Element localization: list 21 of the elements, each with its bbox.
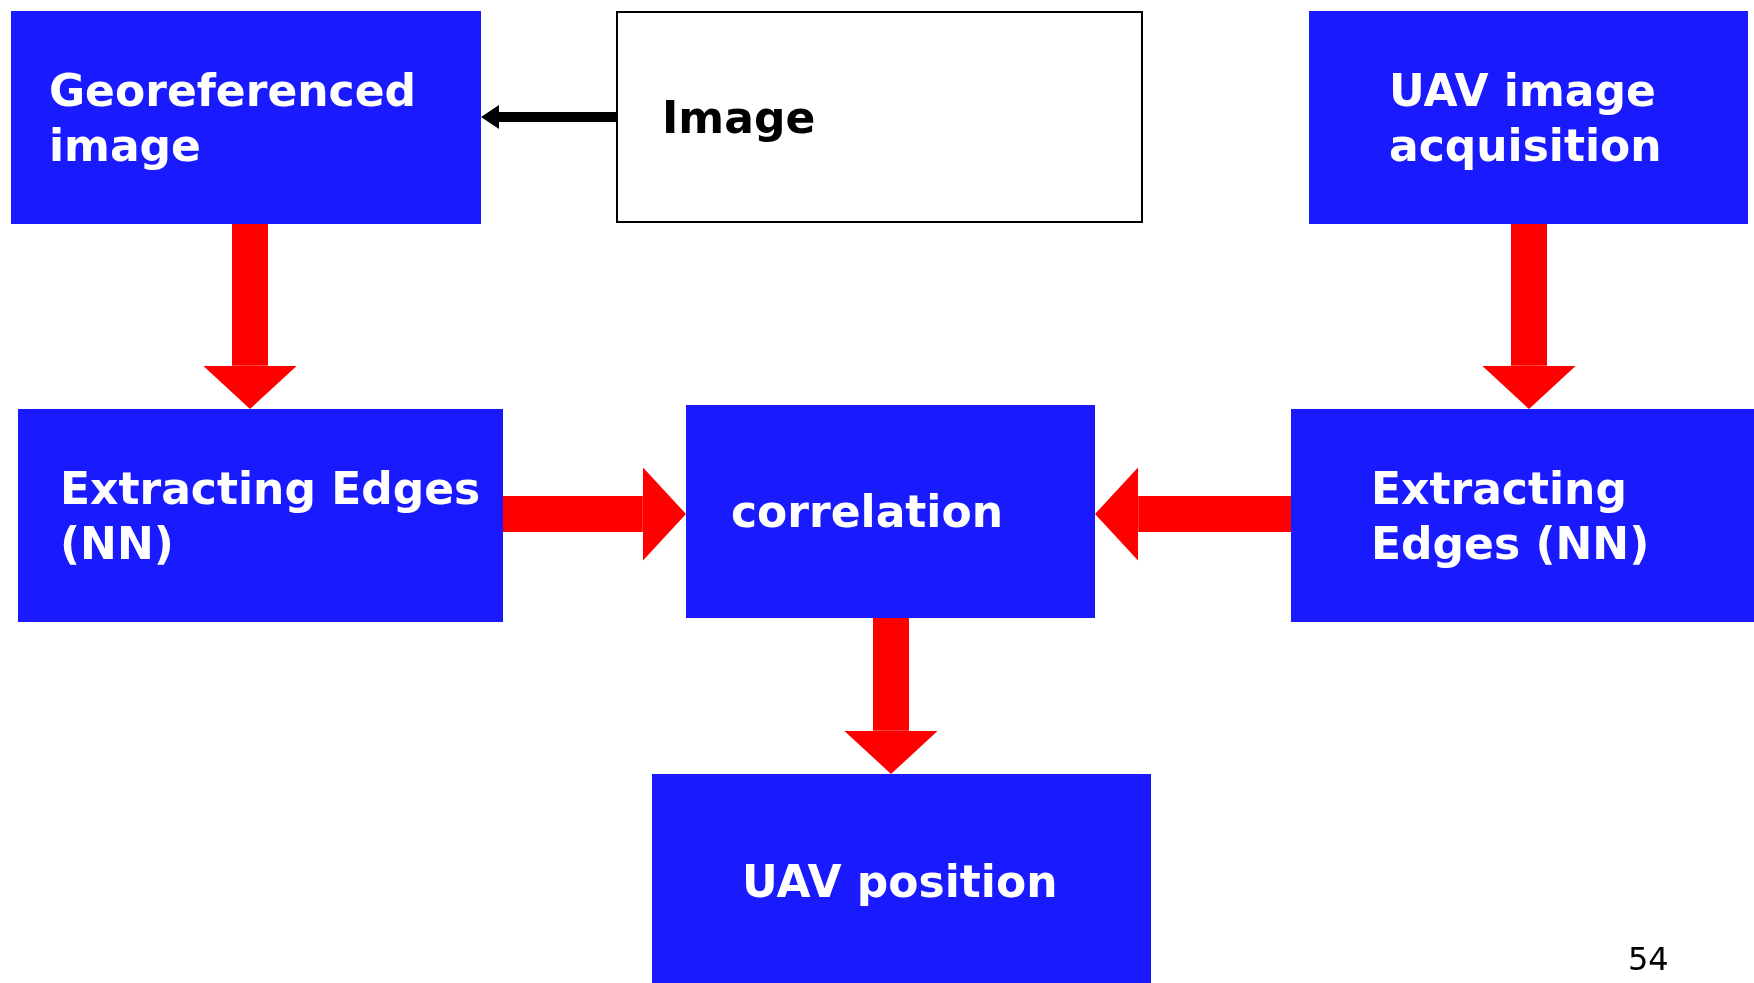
page-number: 54 — [1628, 940, 1669, 978]
box-text: Image — [662, 90, 816, 145]
arrow — [503, 467, 686, 561]
box-text: UAV image acquisition — [1389, 63, 1663, 173]
arrow — [203, 224, 297, 409]
process-box — [18, 409, 503, 622]
arrow — [1482, 224, 1576, 409]
arrow — [1095, 467, 1291, 561]
box-text: Extracting Edges (NN) — [60, 461, 482, 571]
process-box — [652, 774, 1151, 983]
arrow — [844, 618, 938, 774]
box-text: Extracting Edges (NN) — [1371, 461, 1651, 571]
process-box — [686, 405, 1095, 618]
process-box — [11, 11, 481, 224]
box-text: UAV position — [742, 855, 1058, 909]
arrow — [481, 105, 616, 129]
box-text: correlation — [731, 485, 1003, 539]
process-box — [1309, 11, 1748, 224]
process-box — [1291, 409, 1754, 622]
box-text: Georeferenced image — [49, 63, 417, 173]
process-box — [616, 11, 1143, 223]
